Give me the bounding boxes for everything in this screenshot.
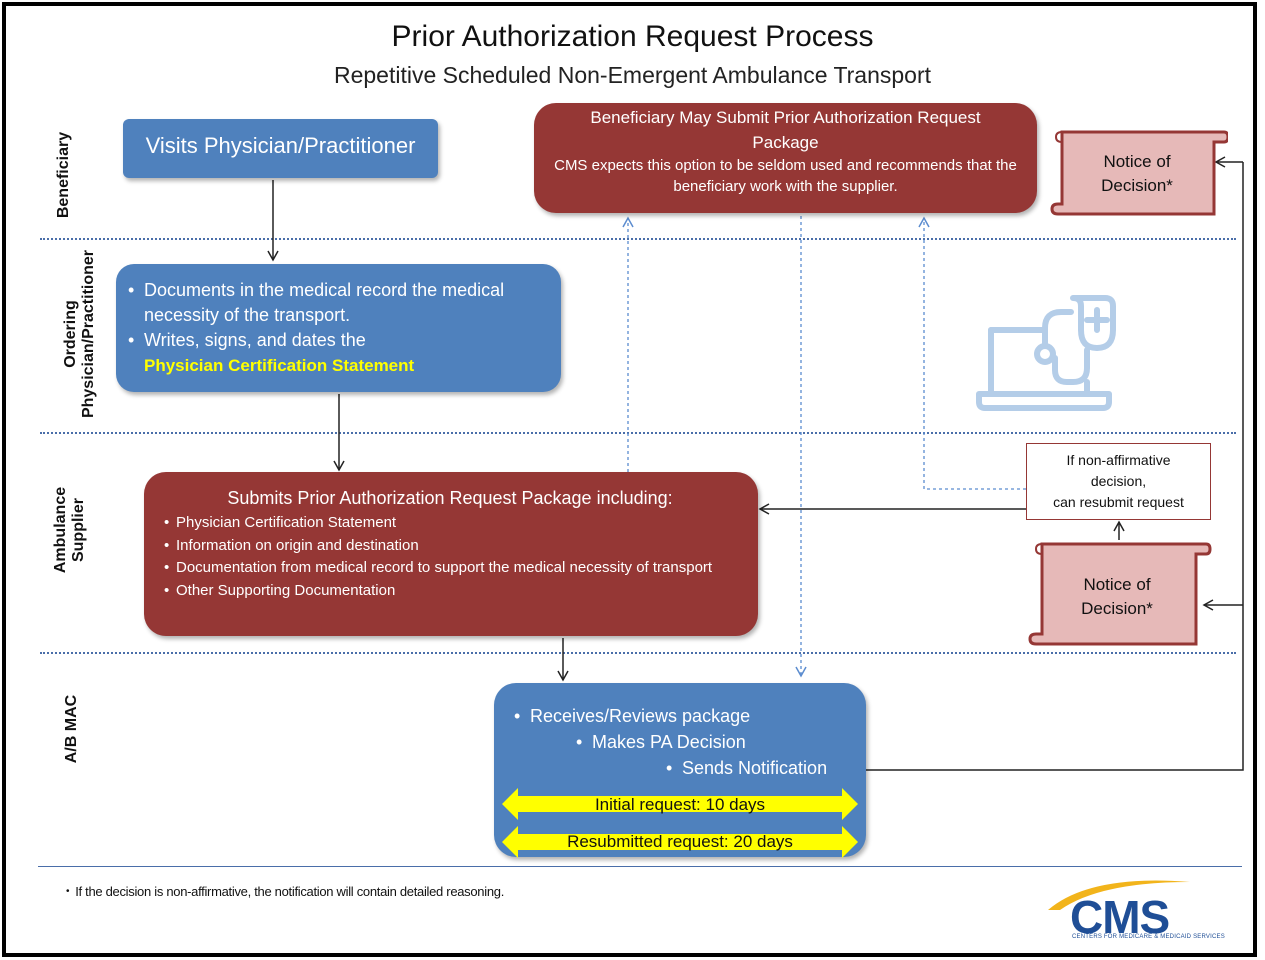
notice-top-text: Notice of Decision* [1101, 152, 1173, 195]
notification-loop-line [866, 162, 1244, 771]
physician-certification-highlight: Physician Certification Statement [144, 356, 415, 375]
resubmit-callout: If non-affirmative decision, can resubmi… [1026, 443, 1211, 520]
supplier-submit-title: Submits Prior Authorization Request Pack… [227, 488, 673, 508]
physician-bullet-2: Writes, signs, and dates the [122, 328, 547, 353]
notice-scroll-top [1050, 130, 1228, 216]
supplier-item: Physician Certification Statement [162, 512, 738, 535]
dotted-arrow-callout-to-beneficiary [918, 216, 1026, 490]
resubmitted-request-arrow [502, 826, 858, 858]
cms-logo-text: CMS [1070, 891, 1170, 943]
diagram-title: Prior Authorization Request Process [391, 20, 874, 53]
beneficiary-submit-title: Beneficiary May Submit Prior Authorizati… [590, 108, 981, 152]
lane-divider [40, 432, 1236, 434]
mac-item-notification: Sends Notification [660, 755, 866, 781]
initial-request-arrow [502, 788, 858, 820]
notice-bottom-text: Notice of Decision* [1081, 575, 1153, 618]
beneficiary-submit-box: Beneficiary May Submit Prior Authorizati… [534, 103, 1037, 213]
supplier-item-list: Physician Certification StatementInforma… [162, 512, 738, 602]
mac-item-receives: Receives/Reviews package [508, 703, 866, 729]
physician-documents-box: Documents in the medical record the medi… [116, 264, 561, 392]
resubmitted-request-label: Resubmitted request: 20 days [567, 832, 793, 851]
cms-logo-subtext: CENTERS FOR MEDICARE & MEDICAID SERVICES [1072, 934, 1225, 940]
lane-divider [40, 238, 1236, 240]
supplier-item: Information on origin and destination [162, 535, 738, 558]
supplier-item: Other Supporting Documentation [162, 580, 738, 603]
notice-scroll-bottom [1028, 542, 1212, 646]
timeline-arrows [502, 788, 858, 858]
beneficiary-submit-note: CMS expects this option to be seldom use… [554, 157, 1017, 195]
supplier-submit-box: Submits Prior Authorization Request Pack… [144, 472, 758, 636]
footer-rule [38, 866, 1242, 867]
supplier-item: Documentation from medical record to sup… [162, 557, 738, 580]
cms-logo-swoosh [1048, 880, 1190, 910]
physician-bullet-1: Documents in the medical record the medi… [122, 278, 547, 328]
footnote: •If the decision is non-affirmative, the… [66, 884, 504, 899]
lane-divider [40, 652, 1236, 654]
diagram-subtitle: Repetitive Scheduled Non-Emergent Ambula… [333, 62, 932, 88]
visits-physician-box: Visits Physician/Practitioner [123, 119, 438, 178]
initial-request-label: Initial request: 10 days [594, 795, 766, 814]
laptop-stethoscope-icon [976, 295, 1116, 411]
mac-review-box: Receives/Reviews package Makes PA Decisi… [494, 683, 866, 857]
mac-item-decision: Makes PA Decision [570, 729, 866, 755]
